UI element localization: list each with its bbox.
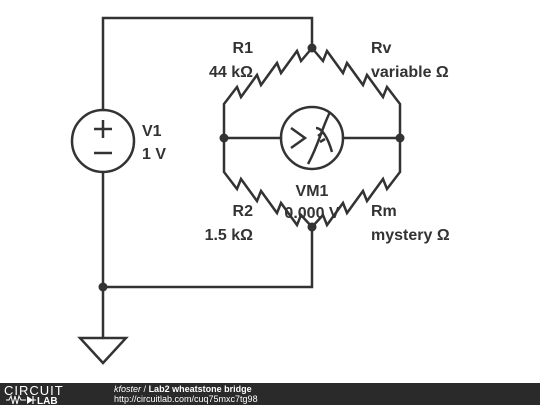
logo-text-bottom: LAB (37, 396, 58, 405)
author-link[interactable]: kfoster (114, 384, 142, 394)
node-bottom (307, 222, 317, 232)
r1-value: 44 kΩ (209, 64, 253, 81)
r1-name: R1 (233, 40, 254, 57)
resistor-rv (310, 46, 402, 140)
circuit-diagram: R1 44 kΩ Rv variable Ω V1 1 V VM1 0.000 … (70, 16, 450, 365)
wire-top (101, 16, 314, 112)
vm1-name: VM1 (296, 183, 329, 200)
v1-name: V1 (142, 123, 162, 140)
logo-resistor-diode-mark: LAB (6, 394, 58, 405)
rm-value: mystery Ω (371, 227, 450, 244)
vm1-value: 0.000 V (284, 205, 339, 222)
resistor-rm (310, 136, 402, 229)
rv-name: Rv (371, 40, 392, 57)
r2-name: R2 (233, 203, 254, 220)
wire-bottom (101, 225, 314, 289)
meta-separator: / (143, 384, 147, 394)
voltage-source-v1 (70, 108, 136, 174)
voltmeter-vm1 (279, 105, 345, 171)
node-ground (98, 282, 108, 292)
r2-value: 1.5 kΩ (205, 227, 254, 244)
rv-value: variable Ω (371, 64, 449, 81)
node-right (395, 133, 405, 143)
footer-bar: CIRCUIT LAB kfoster / Lab2 wheatstone br… (0, 383, 540, 405)
schematic-meta: kfoster / Lab2 wheatstone bridge http://… (114, 384, 258, 404)
circuitlab-logo[interactable]: CIRCUIT LAB (4, 383, 96, 405)
schematic-title[interactable]: Lab2 wheatstone bridge (148, 384, 252, 394)
rm-name: Rm (371, 203, 397, 220)
node-top (307, 43, 317, 53)
ground-symbol (77, 336, 129, 365)
resistor-r1 (222, 46, 314, 140)
meta-line-1: kfoster / Lab2 wheatstone bridge (114, 384, 258, 394)
node-left (219, 133, 229, 143)
schematic-url[interactable]: http://circuitlab.com/cuq75mxc7tg98 (114, 394, 258, 404)
resistor-r2 (222, 136, 314, 229)
v1-value: 1 V (142, 146, 166, 163)
logo-text-top: CIRCUIT (4, 383, 64, 398)
